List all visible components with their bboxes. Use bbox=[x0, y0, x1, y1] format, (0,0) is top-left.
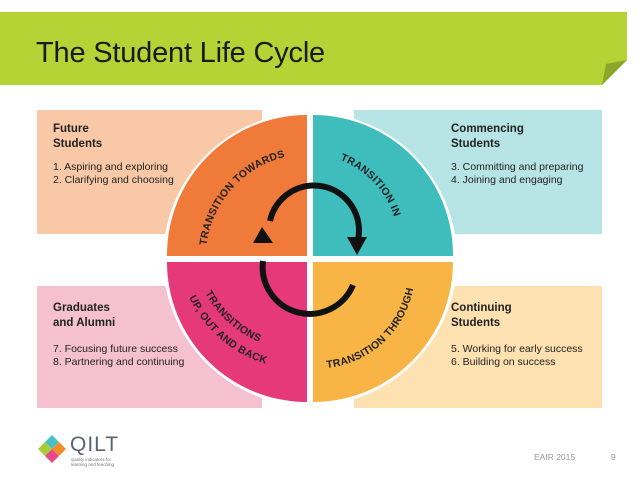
logo-tagline: quality indicators for learning and teac… bbox=[71, 457, 114, 467]
commencing-heading-line-1: Commencing bbox=[451, 123, 524, 135]
graduates-alumni-heading: Graduates and Alumni bbox=[53, 301, 184, 330]
continuing-students-text: Continuing Students 5. Working for early… bbox=[451, 301, 583, 369]
list-item: 4. Joining and engaging bbox=[451, 174, 563, 186]
future-students-text: Future Students 1. Aspiring and explorin… bbox=[53, 122, 174, 187]
commencing-students-list: 3. Committing and preparing 4. Joining a… bbox=[451, 161, 584, 187]
list-item: 3. Committing and preparing bbox=[451, 161, 584, 173]
logo-tagline-line-1: quality indicators for bbox=[71, 457, 112, 462]
qilt-logo: QILT quality indicators for learning and… bbox=[37, 431, 120, 471]
logo-tagline-line-2: learning and teaching bbox=[71, 462, 115, 467]
continuing-heading-line-2: Students bbox=[451, 316, 501, 329]
list-item: 6. Building on success bbox=[451, 356, 556, 368]
graduates-alumni-text: Graduates and Alumni 7. Focusing future … bbox=[53, 301, 184, 369]
list-item: 2. Clarifying and choosing bbox=[53, 174, 174, 186]
commencing-students-text: Commencing Students 3. Committing and pr… bbox=[451, 122, 584, 187]
continuing-students-list: 5. Working for early success 6. Building… bbox=[451, 343, 583, 369]
quadrant-transition-in bbox=[313, 115, 454, 256]
future-students-list: 1. Aspiring and exploring 2. Clarifying … bbox=[53, 161, 174, 187]
graduates-alumni-list: 7. Focusing future success 8. Partnering… bbox=[53, 343, 184, 369]
graduates-heading-line-1: Graduates bbox=[53, 302, 110, 314]
list-item: 1. Aspiring and exploring bbox=[53, 161, 168, 173]
graduates-heading-line-2: and Alumni bbox=[53, 316, 116, 329]
commencing-students-heading: Commencing Students bbox=[451, 122, 584, 151]
commencing-heading-line-2: Students bbox=[451, 137, 501, 150]
continuing-students-heading: Continuing Students bbox=[451, 301, 583, 330]
future-heading-line-1: Future bbox=[53, 123, 89, 135]
page-number: 9 bbox=[611, 452, 616, 462]
diagram-outer-ring bbox=[163, 112, 457, 406]
future-heading-line-2: Students bbox=[53, 137, 103, 150]
title-bar-shape bbox=[0, 12, 627, 85]
footer-event: EAIR 2015 bbox=[534, 452, 576, 462]
list-item: 7. Focusing future success bbox=[53, 343, 178, 355]
qilt-logo-mark-icon bbox=[38, 435, 66, 463]
list-item: 5. Working for early success bbox=[451, 343, 583, 355]
logo-word: QILT bbox=[70, 433, 120, 456]
cycle-arrows-icon bbox=[253, 182, 367, 317]
slide-title: The Student Life Cycle bbox=[36, 37, 325, 69]
title-bar: The Student Life Cycle bbox=[0, 12, 627, 85]
continuing-heading-line-1: Continuing bbox=[451, 302, 512, 314]
title-bar-fill bbox=[0, 12, 627, 85]
list-item: 8. Partnering and continuing bbox=[53, 356, 185, 368]
title-bar-fold bbox=[602, 60, 627, 85]
future-students-heading: Future Students bbox=[53, 122, 174, 151]
